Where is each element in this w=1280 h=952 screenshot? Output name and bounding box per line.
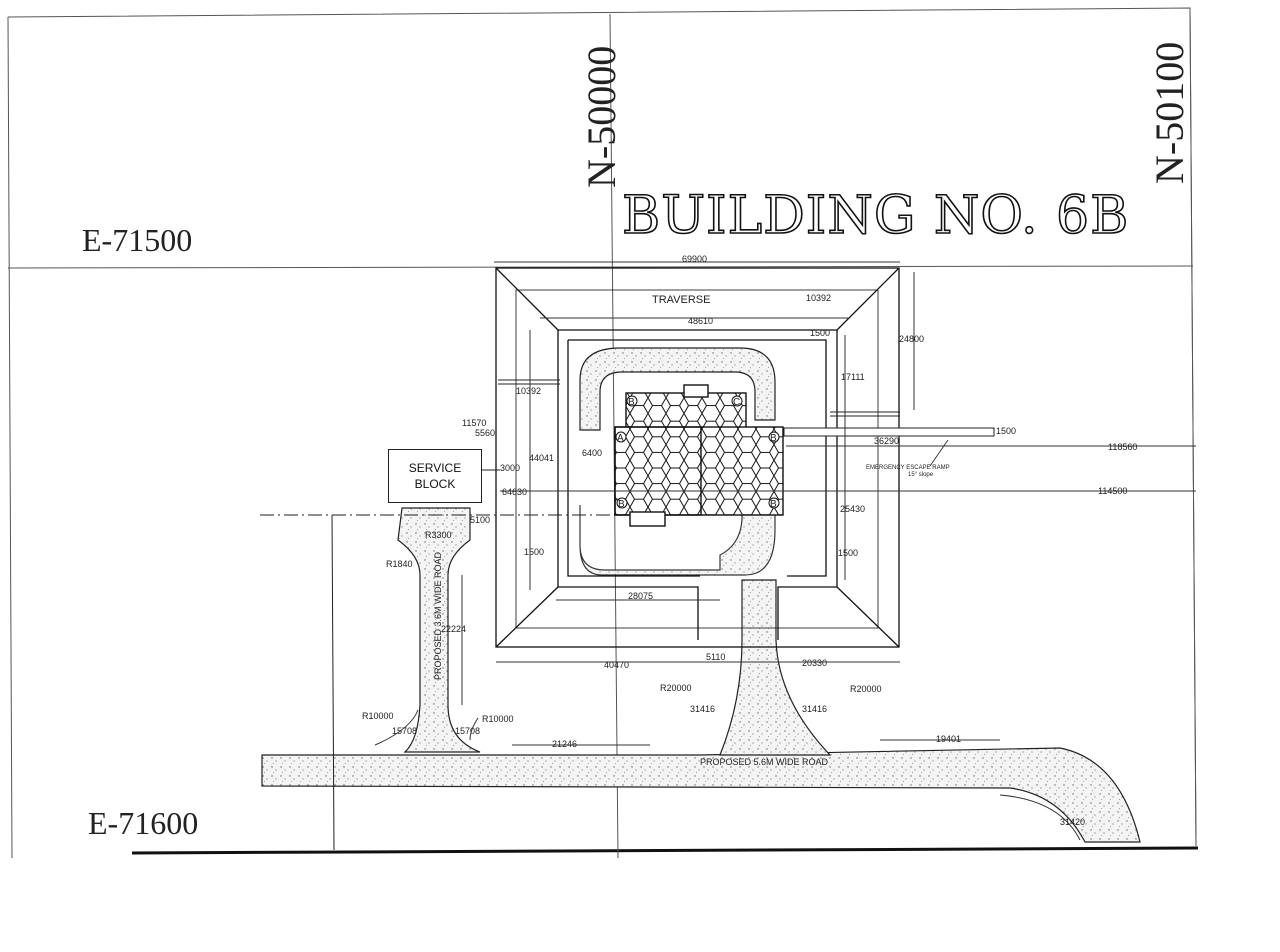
- dim-5560: 5560: [475, 428, 495, 438]
- road-5-6m-label: PROPOSED 5.6M WIDE ROAD: [700, 757, 829, 767]
- dim-118560: 118560: [1108, 442, 1137, 452]
- dim-10392-top: 10392: [806, 293, 831, 303]
- dim-r1840: R1840: [386, 559, 413, 569]
- pipes: [498, 379, 995, 437]
- dim-11570: 11570: [462, 418, 486, 428]
- roads: [261, 347, 1141, 843]
- dim-1500-ramp: 1500: [996, 426, 1016, 436]
- traverse-label: TRAVERSE: [652, 294, 710, 306]
- dim-31420: 31420: [1060, 817, 1085, 827]
- dim-5110: 5110: [706, 652, 725, 662]
- dim-114500: 114500: [1098, 486, 1127, 496]
- dim-64630: 64630: [502, 487, 527, 497]
- cell-mark: B: [628, 397, 635, 408]
- dim-1500-top: 1500: [810, 328, 830, 338]
- dim-19401: 19401: [936, 734, 961, 744]
- service-connector: [260, 469, 620, 851]
- dim-25430: 25430: [840, 504, 865, 514]
- road-5-6m: [261, 747, 1141, 843]
- dim-r10000-right: R10000: [482, 714, 514, 724]
- road-3-6m: [397, 507, 481, 753]
- dim-10392-left: 10392: [516, 386, 541, 396]
- cell-markers: B C A B B B: [615, 395, 780, 510]
- service-block-label-2: BLOCK: [414, 477, 456, 491]
- escape-ramp-slope: 15° slope: [908, 472, 934, 478]
- dim-31416-right: 31416: [802, 704, 827, 714]
- cell-mark: B: [618, 499, 625, 510]
- cell-mark: A: [617, 433, 624, 444]
- sheet-frame: [7, 7, 1199, 859]
- dim-15708-right: 15708: [455, 726, 480, 736]
- service-block: SERVICE BLOCK: [388, 449, 482, 503]
- dim-3000: 3000: [500, 463, 520, 473]
- inner-loop-road: [579, 347, 776, 431]
- dim-1500-right: 1500: [838, 548, 858, 558]
- access-road: [719, 579, 832, 756]
- building-6b: [614, 384, 784, 527]
- dim-15708-left: 15708: [392, 726, 417, 736]
- dim-r10000-left: R10000: [362, 711, 394, 721]
- dimensions: 69900 48610 10392 24800 1500 17111 10392…: [362, 254, 1137, 827]
- dim-48610: 48610: [688, 316, 713, 326]
- page-title: BUILDING NO. 6B: [621, 185, 1130, 247]
- dim-22224: 22224: [441, 624, 466, 634]
- traverse-outline: [495, 267, 900, 648]
- cell-mark: B: [770, 499, 777, 510]
- grid-label-e71500: E-71500: [82, 222, 193, 258]
- grid-label-n50000: N-50000: [579, 45, 624, 188]
- dim-17111: 17111: [841, 372, 865, 382]
- dim-69900: 69900: [682, 254, 707, 264]
- reference-lines: [374, 261, 1196, 841]
- dim-36290: 36290: [874, 436, 899, 446]
- dim-r3300: R3300: [425, 530, 452, 540]
- dim-24800: 24800: [899, 334, 924, 344]
- dim-31416-left: 31416: [690, 704, 715, 714]
- cell-mark: B: [770, 433, 777, 444]
- dim-28075: 28075: [628, 591, 653, 601]
- road-3-6m-label: PROPOSED 3.6M WIDE ROAD: [433, 551, 443, 680]
- service-block-label-1: SERVICE: [408, 461, 462, 475]
- grid-label-n50100: N-50100: [1147, 41, 1192, 184]
- dim-44041: 44041: [529, 453, 554, 463]
- dim-40470: 40470: [604, 660, 629, 670]
- dim-r20000-right: R20000: [850, 684, 882, 694]
- dim-21246: 21246: [552, 739, 577, 749]
- dim-1500-left: 1500: [524, 547, 544, 557]
- grid-label-e71600: E-71600: [88, 805, 199, 841]
- dim-6400: 6400: [582, 448, 602, 458]
- dim-5100: 5100: [470, 515, 490, 525]
- dim-20330: 20330: [802, 658, 827, 668]
- escape-ramp-label: EMERGENCY ESCAPE RAMP: [866, 465, 950, 471]
- dim-r20000-left: R20000: [660, 683, 692, 693]
- cell-mark: C: [733, 397, 740, 408]
